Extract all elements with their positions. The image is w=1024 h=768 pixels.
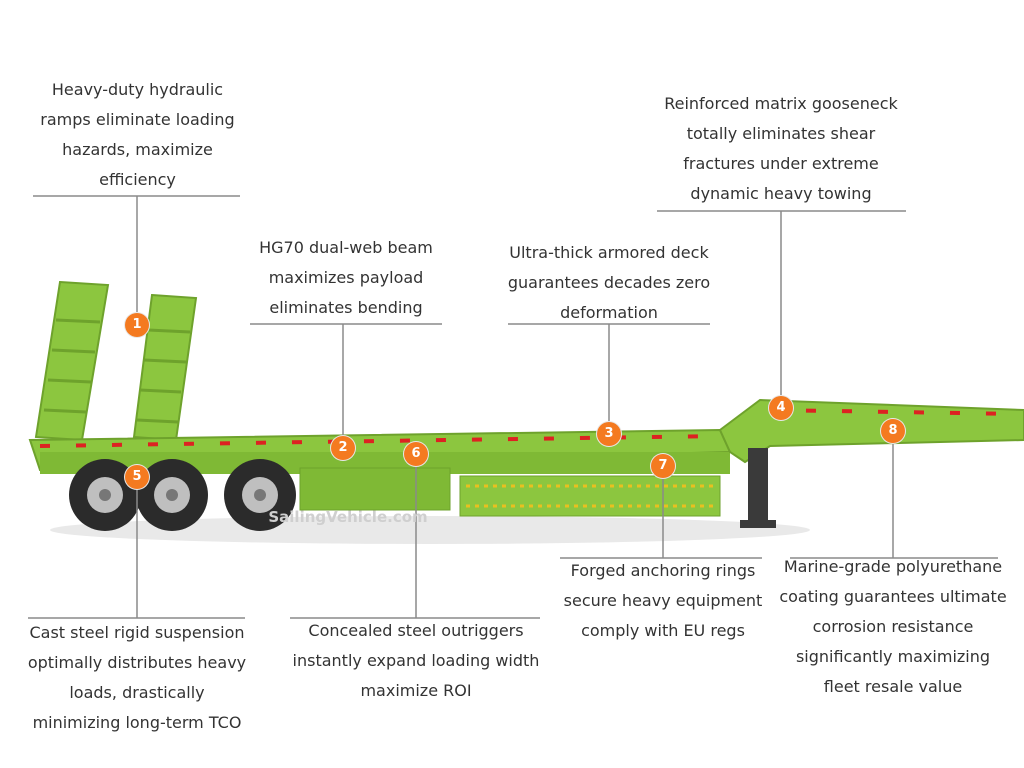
callout-4-text: Reinforced matrix gooseneck totally elim… xyxy=(664,94,898,203)
callout-2-badge: 2 xyxy=(331,436,355,460)
watermark: SailingVehicle.com xyxy=(268,508,427,526)
callout-8-badge: 8 xyxy=(881,419,905,443)
callout-4-badge: 4 xyxy=(769,396,793,420)
wheels xyxy=(69,459,296,531)
callout-2-text: HG70 dual-web beam maximizes payload eli… xyxy=(259,238,433,317)
outrigger-frame xyxy=(459,475,721,517)
callout-7-text: Forged anchoring rings secure heavy equi… xyxy=(563,561,763,640)
callout-7-badge: 7 xyxy=(651,454,675,478)
callout-6-text: Concealed steel outriggers instantly exp… xyxy=(292,621,540,700)
loading-ramps xyxy=(34,280,198,442)
callout-3-badge: 3 xyxy=(597,422,621,446)
landing-leg xyxy=(748,448,768,526)
callout-5-badge: 5 xyxy=(125,465,149,489)
toolbox xyxy=(299,467,451,511)
callout-5-text: Cast steel rigid suspension optimally di… xyxy=(27,623,247,732)
callout-6-badge: 6 xyxy=(404,442,428,466)
leader-lines xyxy=(28,195,998,619)
callout-3-text: Ultra-thick armored deck guarantees deca… xyxy=(507,243,711,322)
callout-1-text: Heavy-duty hydraulic ramps eliminate loa… xyxy=(40,80,235,189)
callout-1-badge: 1 xyxy=(125,313,149,337)
callout-8-text: Marine-grade polyurethane coating guaran… xyxy=(779,557,1007,696)
trailer-body xyxy=(28,398,1024,528)
